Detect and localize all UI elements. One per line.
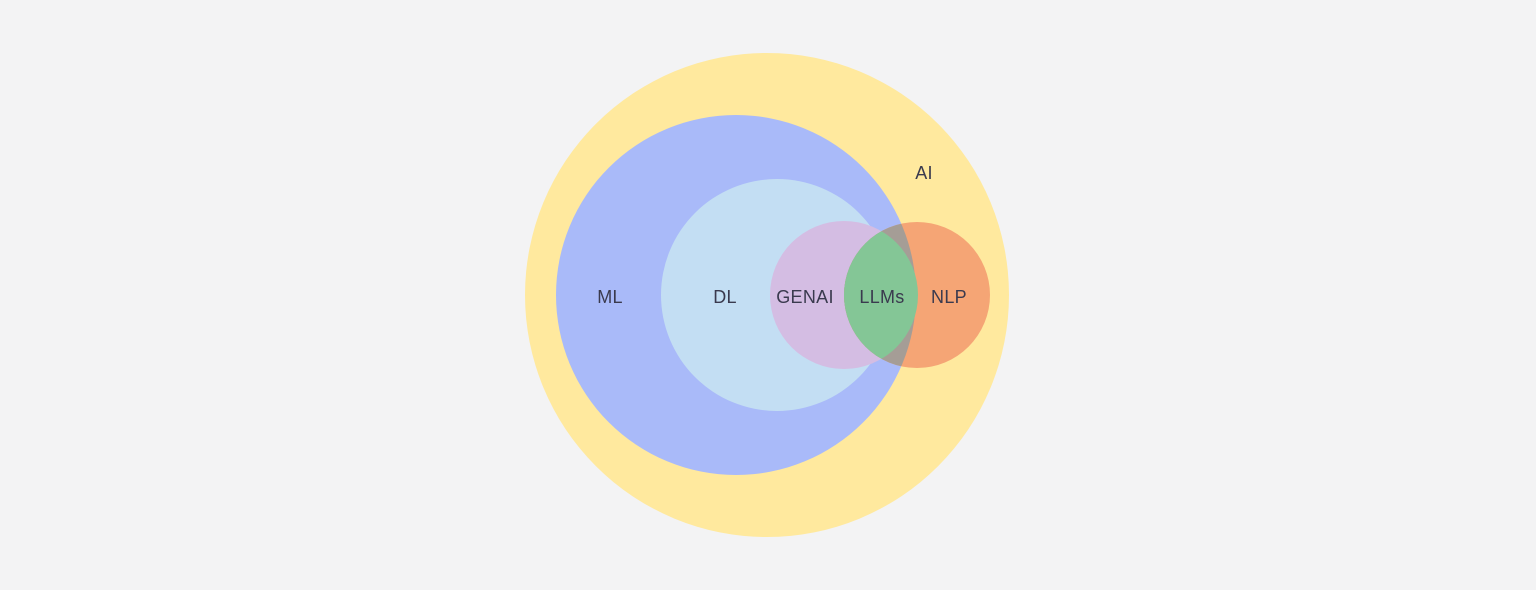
genai-label: GENAI bbox=[776, 287, 834, 307]
dl-label: DL bbox=[713, 287, 737, 307]
nlp-label: NLP bbox=[931, 287, 967, 307]
ai-label: AI bbox=[915, 163, 933, 183]
llms-intersection-region bbox=[844, 222, 918, 368]
llms-label: LLMs bbox=[859, 287, 905, 307]
ml-label: ML bbox=[597, 287, 623, 307]
